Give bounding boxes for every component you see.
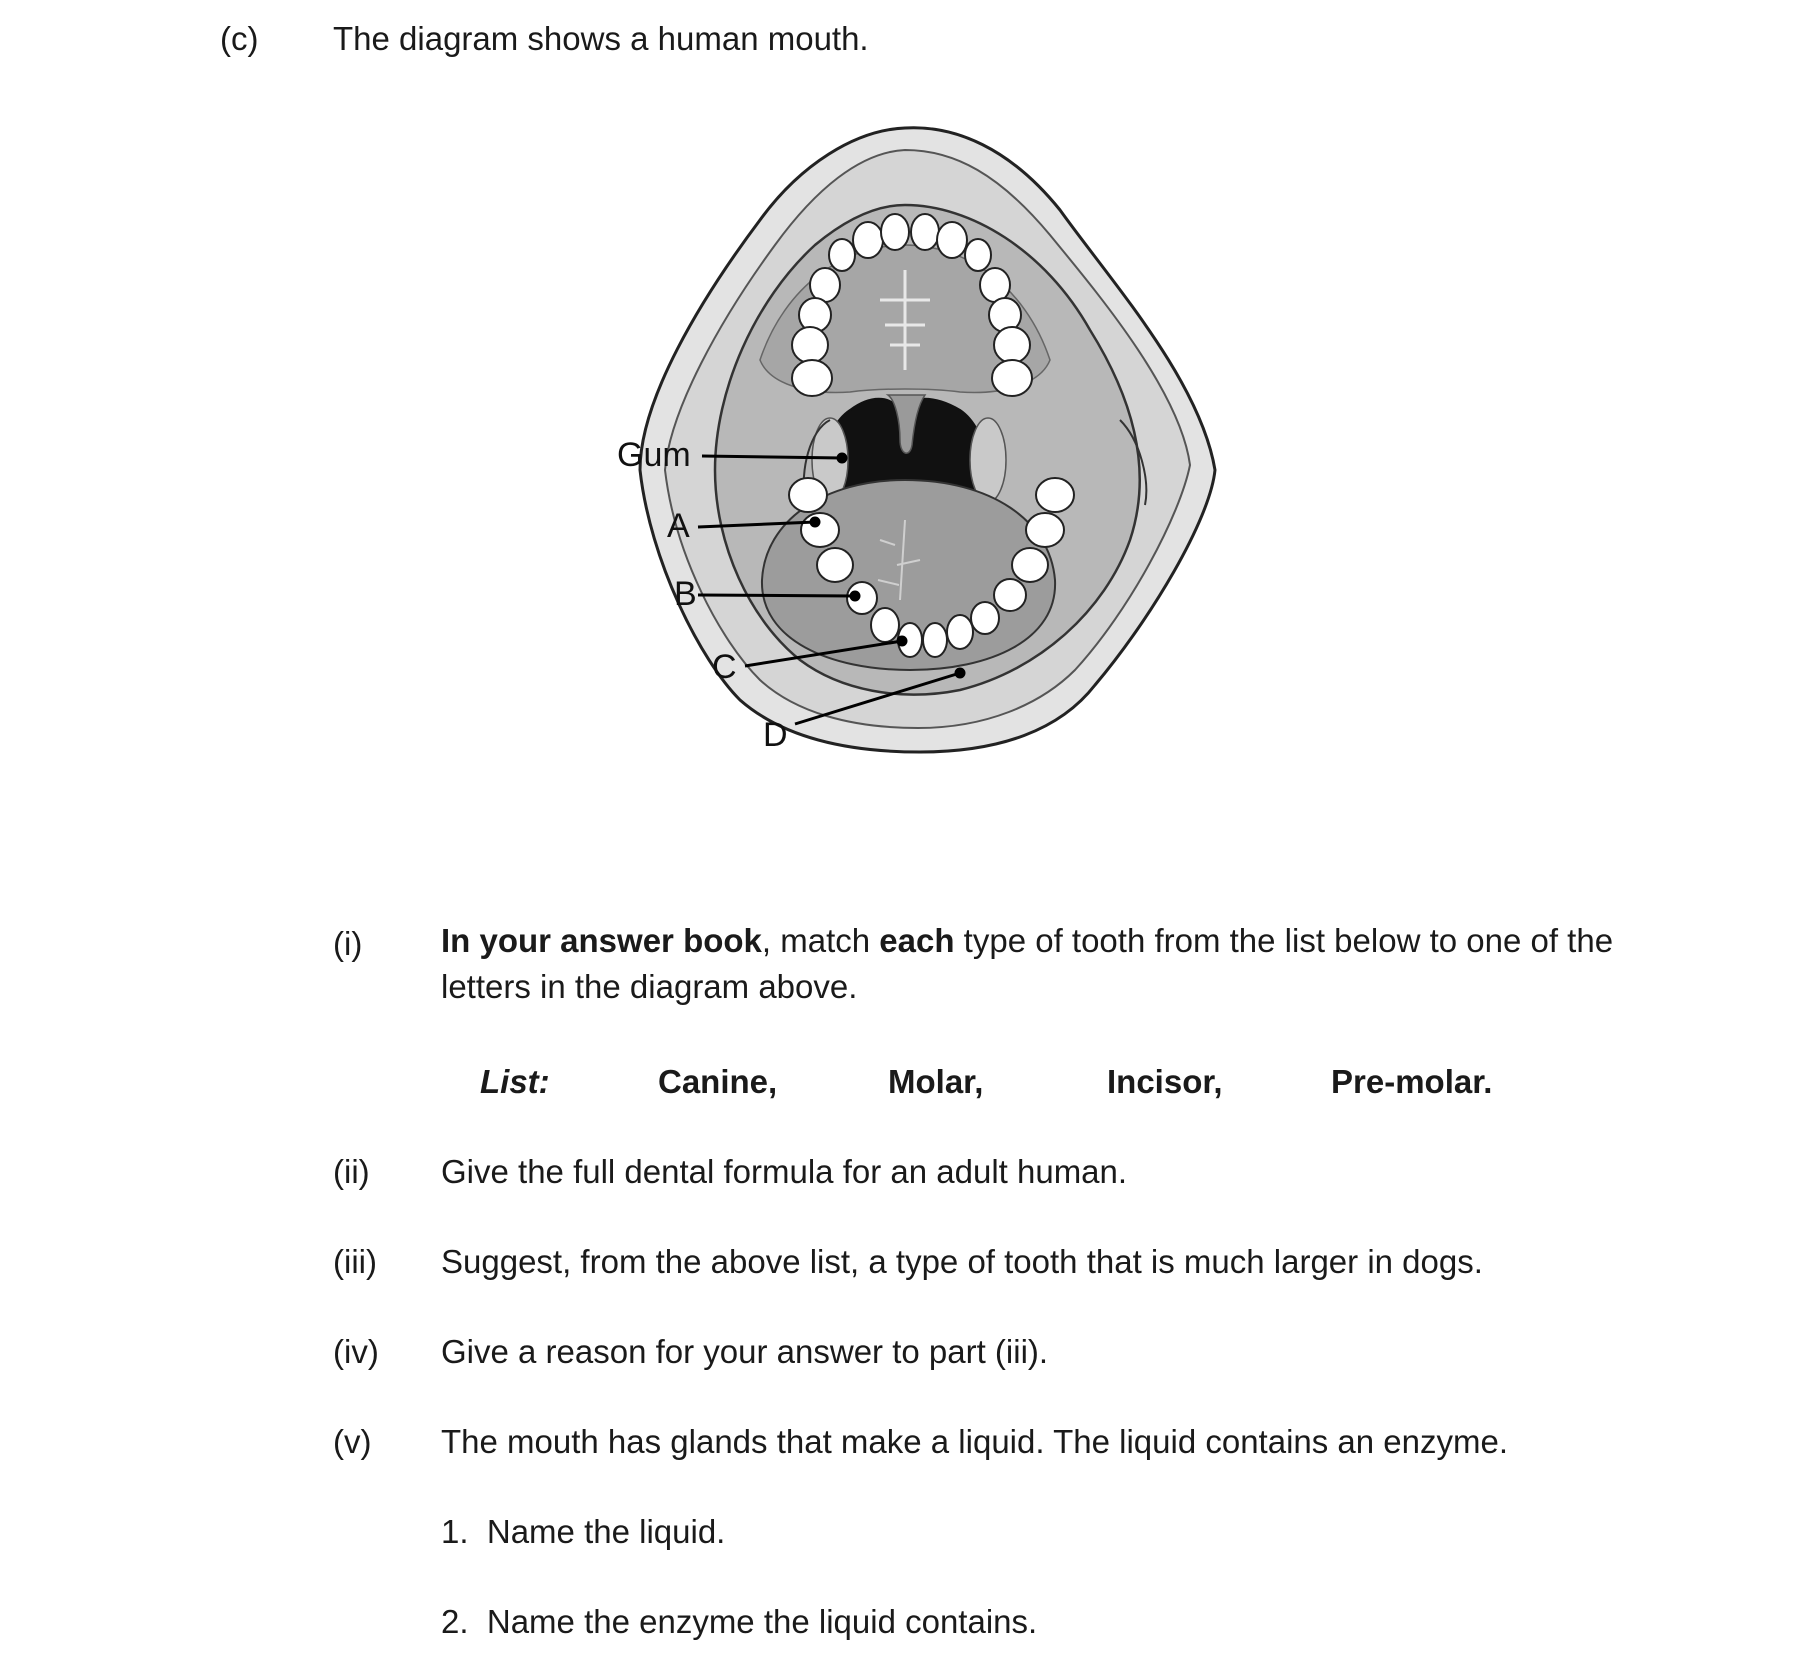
- uvula: [885, 394, 927, 454]
- label-gum: Gum: [617, 436, 691, 474]
- part-ii-text: Give the full dental formula for an adul…: [441, 1153, 1128, 1190]
- label-b: B: [674, 575, 697, 613]
- part-v-sub-1-num: 1.: [441, 1513, 469, 1550]
- part-v-sub-1-text: Name the liquid.: [486, 1513, 726, 1550]
- part-iv-text: Give a reason for your answer to part (i…: [441, 1333, 1049, 1370]
- part-v-label: (v): [333, 1423, 372, 1460]
- label-c: C: [712, 648, 737, 686]
- part-v-sub-2: 2. Name the enzyme the liquid contains.: [441, 1603, 1037, 1641]
- palate-ridge: [880, 270, 930, 370]
- right-tonsil: [969, 417, 1007, 503]
- question-intro: The diagram shows a human mouth.: [333, 20, 869, 57]
- part-i-text1: , match: [761, 922, 880, 959]
- lower-teeth: [788, 477, 1075, 658]
- part-i-label: (i): [333, 925, 363, 962]
- list-label: List:: [480, 1063, 550, 1100]
- part-i-text: In your answer book, match each type of …: [441, 918, 1613, 1010]
- question-label: (c): [220, 20, 259, 57]
- part-i-line2: letters in the diagram above.: [441, 968, 858, 1005]
- tongue-vein: [877, 519, 921, 601]
- part-iv-label: (iv): [333, 1333, 379, 1370]
- part-iii-label: (iii): [333, 1243, 377, 1280]
- part-v-text: The mouth has glands that make a liquid.…: [441, 1423, 1509, 1460]
- list-item-incisor: Incisor,: [1107, 1063, 1223, 1100]
- label-d: D: [763, 716, 788, 754]
- part-ii-label: (ii): [333, 1153, 370, 1190]
- mouth-diagram: Gum A B C D: [617, 126, 1217, 754]
- gum-right: [1119, 419, 1148, 506]
- label-lines: [697, 452, 966, 726]
- part-i-bold2: each: [879, 922, 955, 959]
- list-item-molar: Molar,: [888, 1063, 984, 1100]
- part-v-sub-2-num: 2.: [441, 1603, 469, 1640]
- label-a: A: [667, 507, 690, 545]
- part-i-line1: In your answer book, match each type of …: [441, 918, 1613, 964]
- list-item-premolar: Pre-molar.: [1331, 1063, 1493, 1100]
- part-i-bold1: In your answer book: [441, 922, 762, 959]
- part-iii-text: Suggest, from the above list, a type of …: [441, 1243, 1483, 1280]
- upper-teeth: [791, 213, 1033, 397]
- part-v-sub-1: 1. Name the liquid.: [441, 1513, 725, 1551]
- part-v-sub-2-text: Name the enzyme the liquid contains.: [486, 1603, 1038, 1640]
- list-item-canine: Canine,: [658, 1063, 778, 1100]
- part-i-text2: type of tooth from the list below to one…: [954, 922, 1614, 959]
